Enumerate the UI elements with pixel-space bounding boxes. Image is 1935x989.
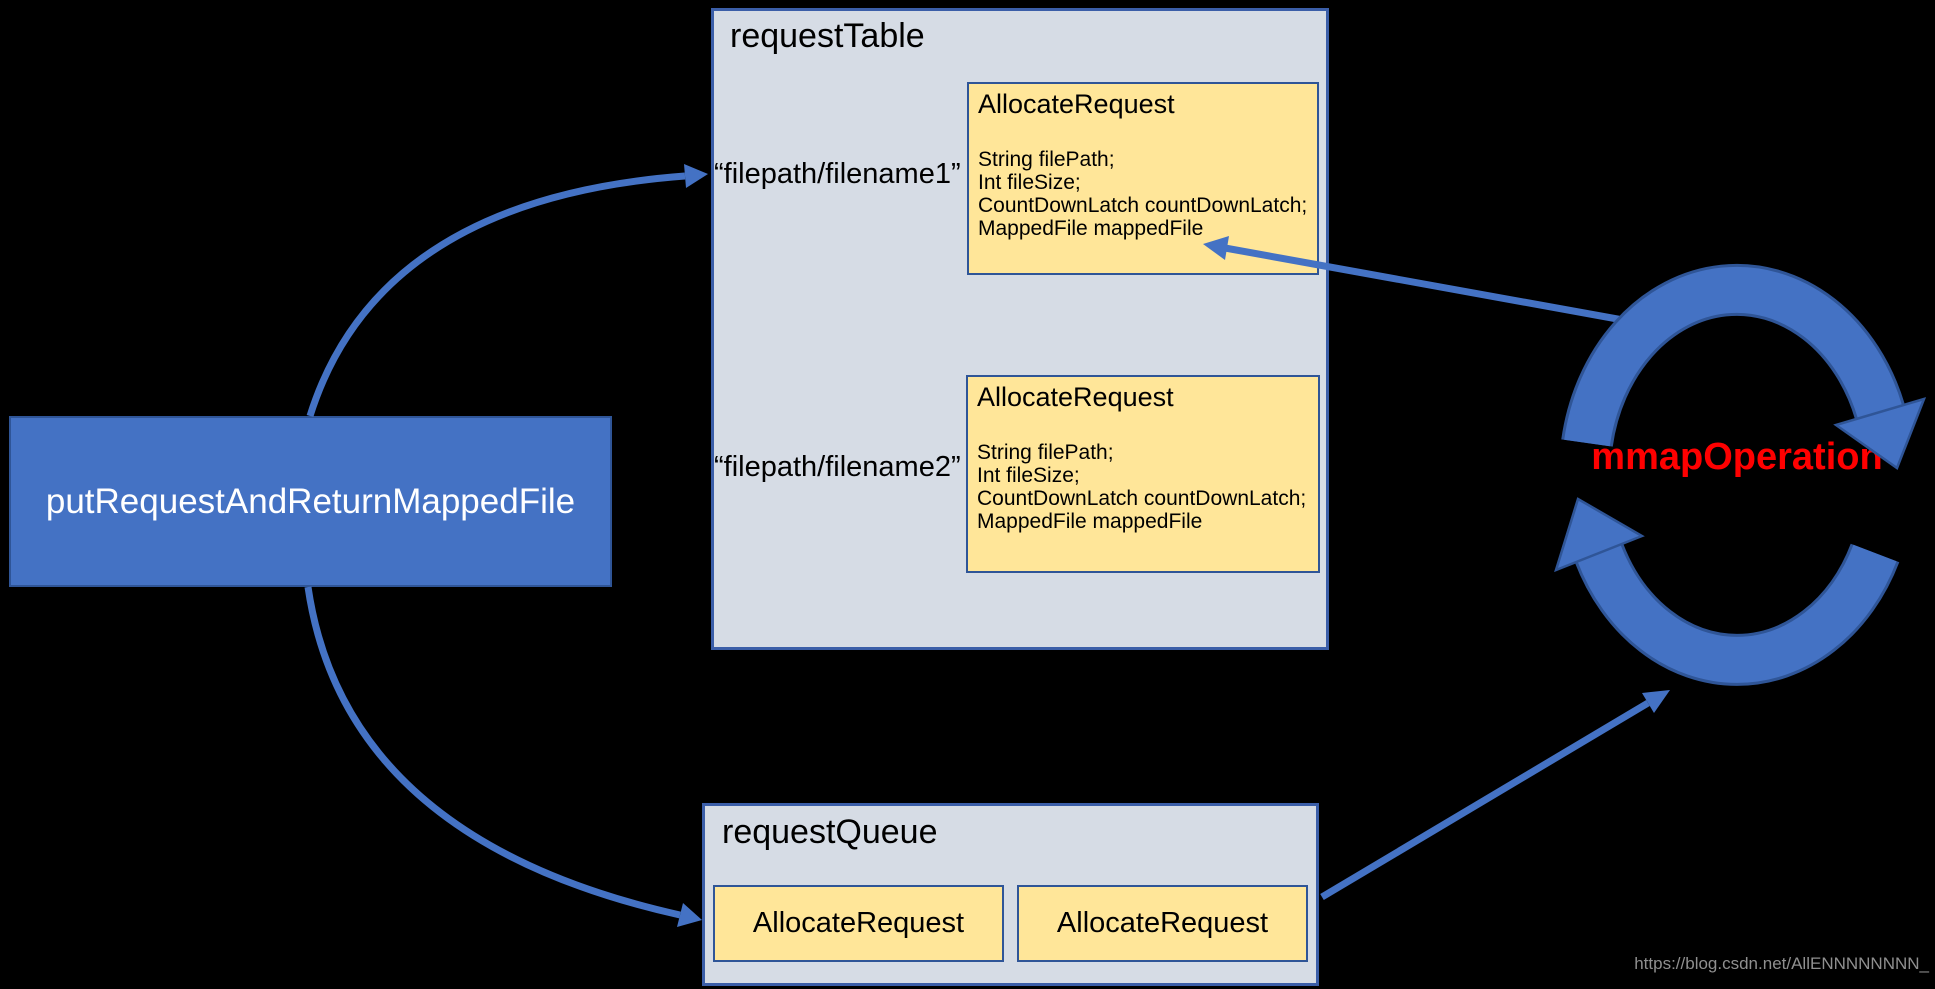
put-request-box: putRequestAndReturnMappedFile <box>9 416 612 587</box>
queue-item-label: AllocateRequest <box>1056 907 1269 939</box>
request-table-title: requestTable <box>730 17 925 55</box>
object-field: String filePath; <box>977 441 1114 464</box>
put-request-label: putRequestAndReturnMappedFile <box>45 481 576 521</box>
object-field: Int fileSize; <box>978 171 1081 194</box>
table-key-filename2: “filepath/filename2” <box>714 451 961 483</box>
queue-item-label: AllocateRequest <box>752 907 965 939</box>
object-fields: String filePath; Int fileSize; CountDown… <box>969 148 1317 240</box>
request-table-box: requestTable “filepath/filename1” Alloca… <box>711 8 1329 650</box>
object-field: Int fileSize; <box>977 464 1080 487</box>
object-field: String filePath; <box>978 148 1115 171</box>
object-field: MappedFile mappedFile <box>977 510 1203 533</box>
arrow-put-to-queue <box>304 586 702 927</box>
object-fields: String filePath; Int fileSize; CountDown… <box>968 441 1318 533</box>
arrow-put-to-table <box>306 164 708 418</box>
object-field: CountDownLatch countDownLatch; <box>978 194 1308 217</box>
allocate-request-object-1: AllocateRequest String filePath; Int fil… <box>967 82 1319 275</box>
queue-item-1: AllocateRequest <box>713 885 1004 962</box>
queue-item-2: AllocateRequest <box>1017 885 1308 962</box>
arrow-queue-to-mmap <box>1320 690 1670 901</box>
object-title: AllocateRequest <box>977 382 1174 412</box>
mmap-operation-label: mmapOperation <box>1591 436 1883 478</box>
object-title: AllocateRequest <box>978 89 1175 119</box>
object-field: MappedFile mappedFile <box>978 217 1204 240</box>
table-key-filename1: “filepath/filename1” <box>714 158 961 190</box>
request-queue-title: requestQueue <box>722 813 938 851</box>
allocate-request-object-2: AllocateRequest String filePath; Int fil… <box>966 375 1320 573</box>
object-field: CountDownLatch countDownLatch; <box>977 487 1307 510</box>
watermark-url: https://blog.csdn.net/AllENNNNNNNN_ <box>1634 954 1929 973</box>
request-queue-box: requestQueue AllocateRequest AllocateReq… <box>702 803 1319 986</box>
